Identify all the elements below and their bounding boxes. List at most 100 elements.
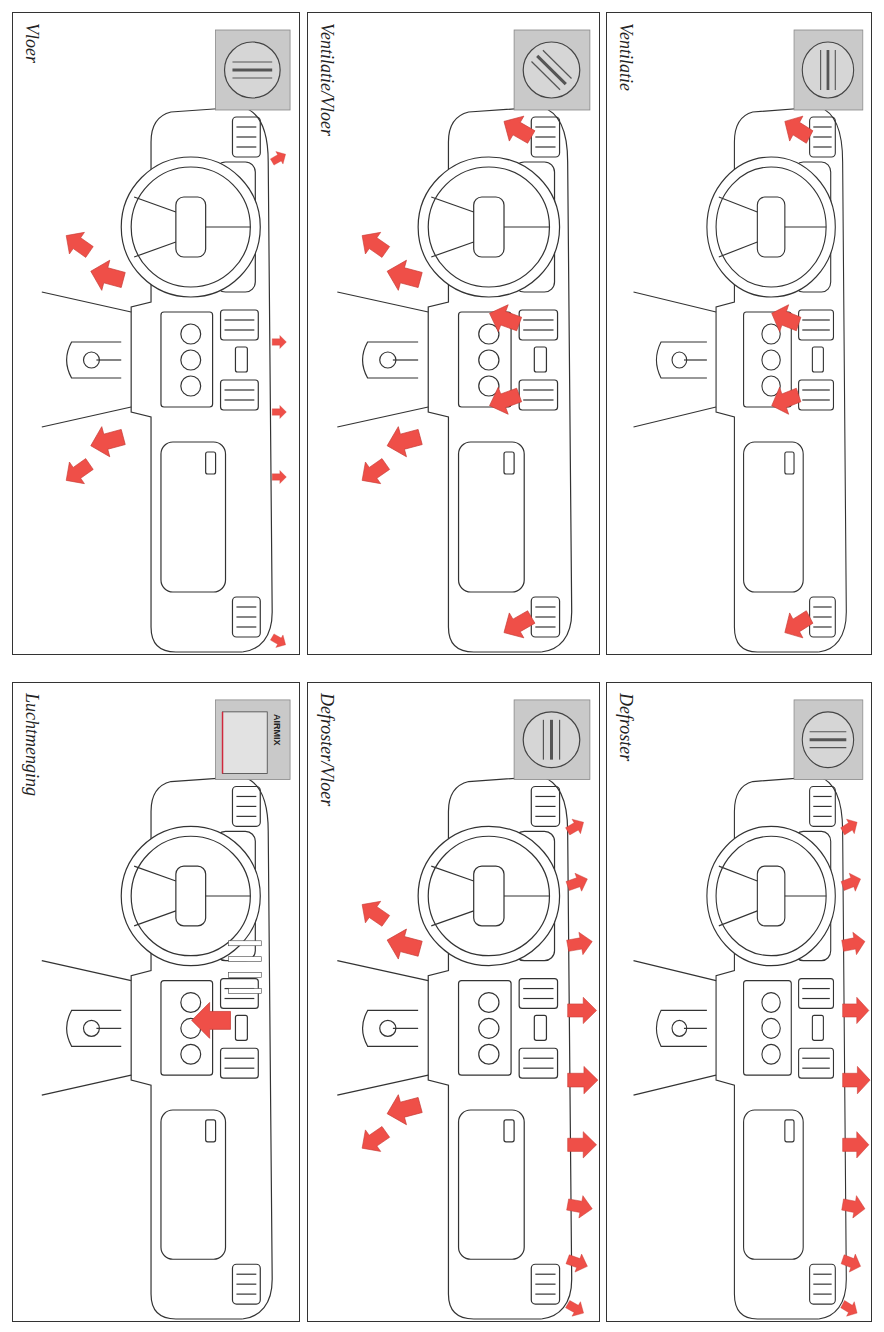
airflow-arrow — [568, 1132, 597, 1158]
knob-marks — [821, 50, 836, 90]
airflow-arrow — [778, 605, 816, 646]
control-icon — [794, 30, 863, 110]
panel-heading: Ventilatie/Vloer — [316, 23, 336, 136]
knob-line — [543, 720, 544, 760]
panel-heading: Defroster/Vloer — [316, 693, 336, 806]
knob-icon — [802, 42, 853, 98]
control-icon — [514, 30, 590, 110]
slider-rib — [228, 973, 261, 978]
knob-line — [835, 50, 836, 90]
knob-icon — [225, 42, 281, 98]
airflow-arrow — [843, 1132, 869, 1158]
airflow-arrow — [354, 225, 393, 263]
dashboard-drawing — [42, 107, 272, 652]
airflow-arrow — [87, 422, 127, 461]
knob-line — [232, 69, 272, 72]
panel-art — [42, 30, 290, 652]
airflow-arrow — [839, 815, 861, 839]
airflow-arrow — [59, 225, 97, 263]
mode-panel: Vloer — [12, 12, 300, 655]
panel-heading: Defroster — [615, 693, 635, 761]
dashboard-drawing — [634, 777, 847, 1319]
airflow-arrow — [563, 1297, 587, 1321]
knob-line — [559, 720, 560, 760]
airflow-arrow — [87, 256, 127, 295]
control-label: AIRMIX — [272, 714, 281, 746]
panel-art — [42, 700, 290, 1319]
knob-marks — [531, 50, 571, 90]
airflow-arrow — [564, 870, 590, 895]
knob-icon — [802, 712, 853, 768]
mode-panel: Ventilatie — [606, 12, 872, 655]
airflow-arrow — [59, 453, 97, 491]
knob-icon — [523, 712, 580, 768]
panel-heading: Luchtmenging — [21, 693, 41, 796]
slider-rib — [228, 989, 261, 994]
airflow-arrow — [485, 381, 525, 419]
airflow-arrow — [778, 109, 816, 150]
panel-art — [634, 30, 863, 652]
knob-marks — [232, 62, 272, 78]
control-icon — [216, 700, 290, 994]
knob-line — [810, 747, 847, 748]
airflow-arrow — [269, 631, 290, 651]
airflow-arrow — [383, 1090, 424, 1129]
airflow-arrow — [192, 1002, 231, 1038]
control-icon — [216, 30, 290, 110]
dashboard-drawing — [337, 107, 571, 652]
icon-ground — [794, 700, 863, 780]
airflow-arrow — [568, 997, 597, 1023]
airflow-arrow — [564, 1250, 590, 1275]
knob-line — [550, 720, 553, 760]
knob-line — [810, 731, 847, 732]
control-icon — [514, 700, 590, 780]
icon-ground — [514, 700, 590, 780]
knob-line — [531, 62, 560, 90]
icon-ground — [216, 30, 290, 110]
airflow-arrow — [497, 605, 539, 646]
airflow-arrow — [767, 300, 803, 338]
airflow-arrow — [383, 256, 424, 295]
airflow-arrow — [354, 1121, 393, 1159]
icon-ground — [216, 700, 290, 780]
knob-line — [537, 56, 566, 84]
mode-panel: Ventilatie/Vloer — [307, 12, 600, 655]
airflow-arrow — [383, 925, 424, 964]
airflow-arrow — [269, 148, 290, 168]
airflow-arrow — [354, 894, 393, 932]
airflow-arrow — [840, 870, 864, 895]
airflow-arrow — [843, 997, 869, 1023]
panel-art — [634, 700, 871, 1320]
mode-panel: Defroster/Vloer — [307, 682, 600, 1322]
airflow-arrow — [566, 1193, 595, 1220]
airflow-arrow — [839, 1297, 861, 1321]
knob-line — [820, 50, 821, 90]
airflow-arrow — [841, 1193, 867, 1220]
airflow-arrow — [497, 109, 539, 150]
airflow-arrow — [568, 1066, 598, 1093]
dashboard-drawing — [42, 777, 272, 1319]
knob-marks — [810, 732, 847, 748]
icon-ground — [794, 30, 863, 110]
knob-marks — [543, 720, 559, 760]
airflow-arrow — [272, 470, 286, 483]
slider-rib — [228, 957, 261, 962]
knob-line — [232, 77, 272, 78]
airflow-arrow — [563, 815, 587, 839]
panel-heading: Vloer — [21, 23, 41, 63]
knob-line — [232, 61, 272, 62]
dashboard-drawing — [337, 777, 571, 1319]
slider-icon — [223, 712, 268, 774]
slider-mark — [222, 712, 223, 774]
panel-art — [337, 700, 598, 1320]
panel-heading: Ventilatie — [615, 23, 635, 91]
airflow-arrow — [841, 930, 867, 957]
panel-art — [337, 30, 590, 652]
airflow-arrow — [383, 422, 424, 461]
control-icon — [794, 700, 863, 780]
knob-line — [826, 50, 829, 90]
airflow-arrow — [485, 300, 525, 338]
airflow-arrow — [272, 405, 286, 418]
